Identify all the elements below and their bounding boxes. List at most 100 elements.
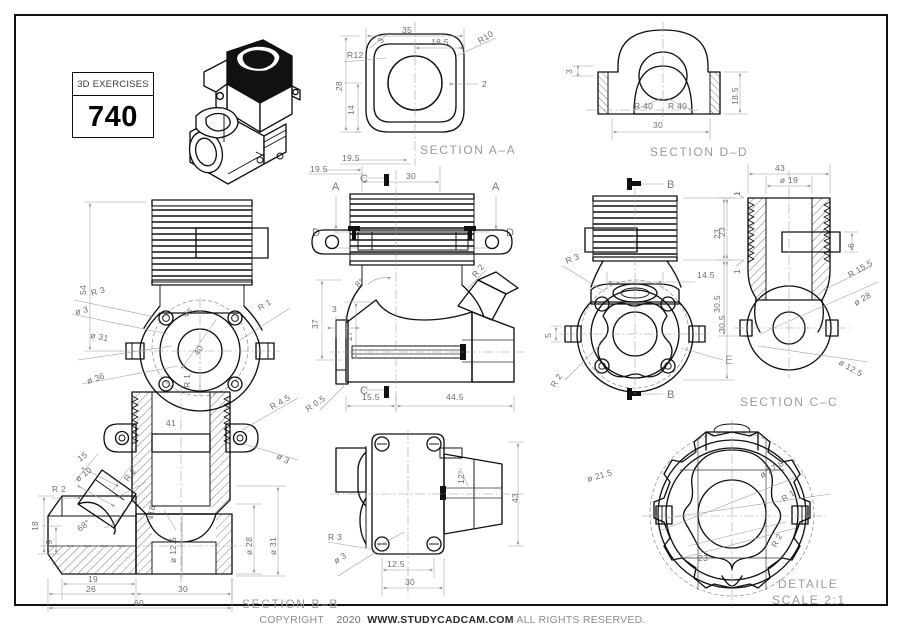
svg-text:R 40: R 40 xyxy=(668,101,687,111)
svg-text:R 2: R 2 xyxy=(548,372,564,389)
svg-text:A: A xyxy=(492,181,500,193)
svg-text:18.5: 18.5 xyxy=(431,37,449,47)
svg-text:B: B xyxy=(667,389,674,401)
svg-text:ø 3: ø 3 xyxy=(332,550,348,565)
section-bb-label: SECTION B–B xyxy=(242,597,339,611)
view-bottom-center: R 3 ø 3 12.5 30 43 12° xyxy=(327,428,543,613)
section-dd-label: SECTION D–D xyxy=(650,145,748,159)
svg-text:R10: R10 xyxy=(476,28,495,45)
svg-text:6: 6 xyxy=(846,243,856,248)
svg-text:40: 40 xyxy=(191,343,205,357)
svg-text:ø 28: ø 28 xyxy=(244,537,254,555)
svg-text:41: 41 xyxy=(166,418,176,428)
svg-text:30.5: 30.5 xyxy=(717,315,727,333)
svg-text:19: 19 xyxy=(88,574,98,584)
svg-text:C: C xyxy=(360,385,368,397)
svg-text:R 15.5: R 15.5 xyxy=(846,258,874,280)
detail-e-scale: SCALE 2:1 xyxy=(772,593,846,607)
title-block-number-row: 740 xyxy=(73,96,153,138)
svg-text:37: 37 xyxy=(310,319,320,329)
svg-text:68°: 68° xyxy=(75,517,92,533)
svg-text:28: 28 xyxy=(334,81,344,91)
svg-text:B: B xyxy=(667,179,674,191)
view-detail-e: ø 21.5 ø 27.8 R 1 R 2 23 DETAILE SCALE 2… xyxy=(580,418,880,618)
view-section-dd: 3 30 18.5 R 40 R 40 SECTION D–D xyxy=(550,14,780,166)
svg-text:15.5: 15.5 xyxy=(362,392,380,402)
view-section-aa: 35 18.5 28 14 2 3 R12 R10 19.5 SECTION A… xyxy=(300,14,550,166)
footer-rights: ALL RIGHTS RESERVED. xyxy=(516,614,646,626)
svg-text:9: 9 xyxy=(44,539,54,544)
svg-text:ø 3: ø 3 xyxy=(74,304,89,317)
isometric-pictorial-view xyxy=(168,24,304,186)
copyright-footer: COPYRIGHT 2020 WWW.STUDYCADCAM.COM ALL R… xyxy=(0,614,905,626)
svg-text:43: 43 xyxy=(510,493,520,503)
view-section-cc: 43 ø 19 23 30.5 1 1 6 R 15.5 ø 28 ø 12.5… xyxy=(700,150,890,412)
svg-text:ø 19: ø 19 xyxy=(780,175,798,185)
svg-text:ø 36: ø 36 xyxy=(85,371,105,386)
section-cc-label: SECTION C–C xyxy=(740,395,838,409)
svg-text:26: 26 xyxy=(86,584,96,594)
title-block-number: 740 xyxy=(88,100,138,133)
svg-text:118°: 118° xyxy=(144,500,158,520)
svg-text:43: 43 xyxy=(775,163,785,173)
title-block-caption: 3D EXERCISES xyxy=(77,78,149,90)
svg-text:A: A xyxy=(332,181,340,193)
svg-text:30.5: 30.5 xyxy=(712,295,722,313)
svg-text:R 2: R 2 xyxy=(52,484,66,494)
footer-site: WWW.STUDYCADCAM.COM xyxy=(367,614,514,626)
svg-text:2: 2 xyxy=(482,79,487,89)
svg-text:R 3: R 3 xyxy=(328,532,342,542)
svg-text:30: 30 xyxy=(406,171,416,181)
svg-text:ø 31: ø 31 xyxy=(90,330,110,343)
title-block: 3D EXERCISES 740 xyxy=(72,72,154,138)
footer-year: 2020 xyxy=(336,614,361,626)
title-block-caption-row: 3D EXERCISES xyxy=(73,73,153,96)
svg-text:3: 3 xyxy=(564,69,574,74)
svg-text:ø 31: ø 31 xyxy=(268,537,278,555)
svg-text:R 1: R 1 xyxy=(256,297,273,313)
svg-text:23: 23 xyxy=(717,227,727,237)
svg-text:R 40: R 40 xyxy=(634,101,653,111)
svg-text:D: D xyxy=(506,227,514,239)
svg-text:35: 35 xyxy=(402,25,412,35)
svg-text:18.5: 18.5 xyxy=(730,87,740,105)
svg-text:15: 15 xyxy=(75,450,89,464)
svg-text:27: 27 xyxy=(344,331,354,341)
svg-text:C: C xyxy=(360,173,368,185)
svg-text:54: 54 xyxy=(78,285,88,295)
svg-text:8°: 8° xyxy=(353,276,366,289)
svg-text:R 1: R 1 xyxy=(182,374,192,388)
svg-text:19.5: 19.5 xyxy=(310,164,328,174)
svg-text:44.5: 44.5 xyxy=(446,392,464,402)
svg-text:ø 12.5: ø 12.5 xyxy=(168,537,178,563)
svg-text:ø 3: ø 3 xyxy=(275,451,291,466)
view-section-bb: 41 R 4.5 ø 3 15 ø 10 R 2 R 2 18 9 68° 11… xyxy=(30,386,337,612)
svg-text:1: 1 xyxy=(732,269,742,274)
svg-text:ø 10: ø 10 xyxy=(73,465,94,484)
svg-text:12°: 12° xyxy=(456,470,466,484)
svg-text:60: 60 xyxy=(134,598,144,608)
svg-text:ø 28: ø 28 xyxy=(852,290,873,308)
svg-text:19.5: 19.5 xyxy=(342,153,360,163)
svg-text:23: 23 xyxy=(698,553,708,563)
svg-text:30: 30 xyxy=(653,120,663,130)
svg-text:18: 18 xyxy=(30,521,40,531)
svg-text:12.5: 12.5 xyxy=(387,559,405,569)
svg-text:ø 21.5: ø 21.5 xyxy=(586,467,614,484)
svg-text:23: 23 xyxy=(712,229,722,239)
svg-text:R 3: R 3 xyxy=(564,251,581,266)
svg-text:14: 14 xyxy=(346,105,356,115)
detail-callout-e: E xyxy=(725,353,735,367)
footer-copyright-word: COPYRIGHT xyxy=(259,614,324,626)
view-front-left: 54 R 3 ø 3 ø 31 ø 36 R 1 45 40 R 1 xyxy=(60,188,300,412)
svg-text:R 4.5: R 4.5 xyxy=(268,392,292,412)
svg-text:R 3: R 3 xyxy=(90,284,106,298)
svg-text:3: 3 xyxy=(332,304,337,314)
svg-text:5: 5 xyxy=(543,333,553,338)
svg-text:ø 12.5: ø 12.5 xyxy=(837,357,864,379)
svg-text:R12: R12 xyxy=(347,50,364,60)
svg-text:45: 45 xyxy=(181,306,195,320)
